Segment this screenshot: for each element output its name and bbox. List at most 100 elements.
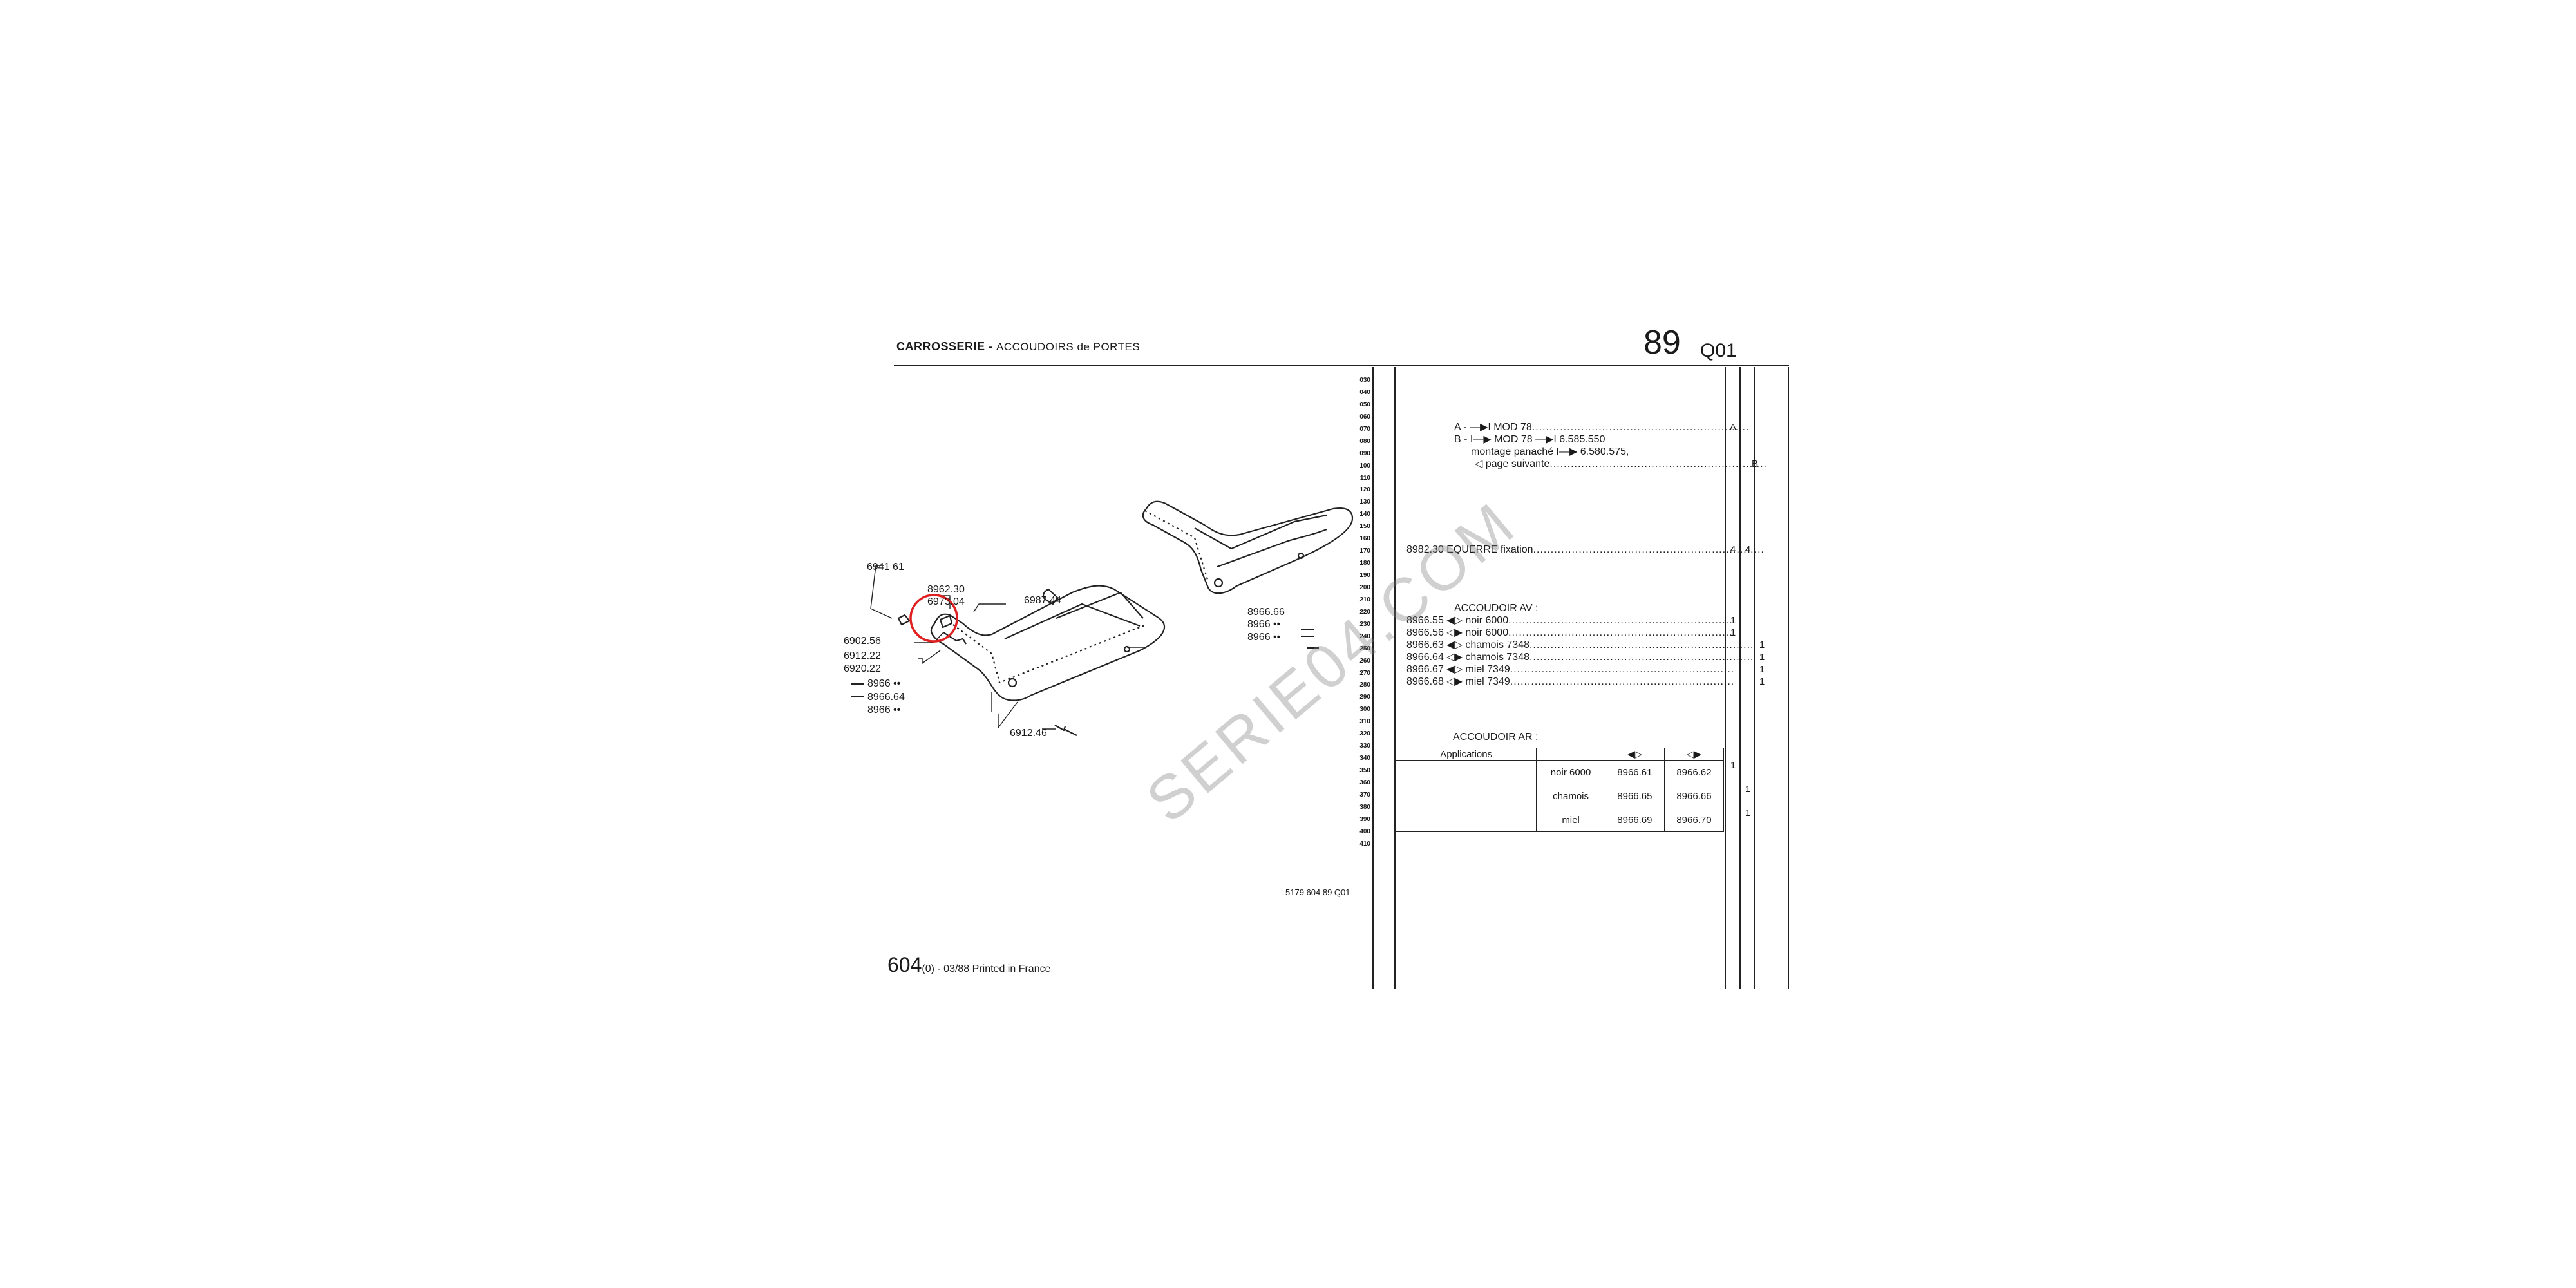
callout-label: 6912.22 [844, 650, 881, 661]
part-color: chamois [1465, 651, 1504, 663]
table-cell: 8966.66 [1663, 784, 1725, 808]
sequence-number: 350 [1359, 767, 1370, 774]
part-color: miel [1465, 676, 1484, 687]
side-icon: ◁▶ [1446, 676, 1463, 687]
header-rule [894, 365, 1789, 366]
page-code: Q01 [1700, 340, 1737, 361]
sequence-number: 250 [1359, 645, 1370, 652]
qty-2: 1 [1759, 676, 1765, 687]
sequence-number: 070 [1359, 425, 1370, 433]
sequence-number: 310 [1359, 718, 1370, 726]
qty-2: 1 [1759, 639, 1765, 650]
sequence-number: 050 [1359, 401, 1370, 408]
qty-1: 1 [1730, 627, 1736, 638]
column-rule-qty3 [1754, 367, 1755, 989]
sequence-number: 400 [1359, 828, 1370, 835]
part-ref: 8966.55 [1406, 615, 1444, 626]
equerre-qty: 4 [1745, 544, 1751, 555]
note-line: A - —▶I MOD 78 [1454, 422, 1532, 433]
sequence-number: 030 [1359, 377, 1370, 384]
side-icon: ◀▷ [1446, 663, 1463, 675]
note-code-a: A [1729, 422, 1736, 433]
color-code: 7349 [1487, 663, 1510, 675]
sequence-number: 220 [1359, 608, 1370, 616]
sequence-number: 380 [1359, 803, 1370, 811]
note-line: ◁ page suivante [1475, 458, 1550, 469]
callout-label: 8966.66 [1247, 607, 1285, 618]
accoudoir-av-title: ACCOUDOIR AV : [1454, 603, 1539, 614]
equerre-ref: 8982.30 [1406, 544, 1444, 555]
part-ref: 8966.68 [1406, 676, 1444, 687]
sequence-number: 090 [1359, 450, 1370, 457]
sequence-number: 270 [1359, 669, 1370, 677]
side-icon: ◀▷ [1446, 639, 1463, 650]
table-cell: miel [1536, 808, 1605, 832]
color-code: 6000 [1485, 627, 1509, 638]
list-item: 8966.56 ◁▶ noir 6000....................… [1406, 627, 1767, 639]
sequence-number: 060 [1359, 413, 1370, 421]
note-line: montage panaché I—▶ 6.580.575, [1471, 446, 1629, 457]
qty-2: 1 [1745, 784, 1751, 795]
callout-label: 6902.56 [844, 636, 881, 647]
part-color: noir [1465, 615, 1483, 626]
sequence-number: 150 [1359, 523, 1370, 531]
table-cell: 8966.65 [1604, 784, 1665, 808]
note-line: B - I—▶ MOD 78 —▶I 6.585.550 [1454, 433, 1605, 445]
sequence-number: 120 [1359, 486, 1370, 494]
table-header-cell: Applications [1395, 748, 1537, 761]
qty-1: 1 [1730, 760, 1736, 771]
sequence-number: 340 [1359, 755, 1370, 762]
sequence-number: 180 [1359, 560, 1370, 567]
callout-label: 6987.44 [1024, 595, 1061, 606]
list-item: 8966.55 ◀▷ noir 6000....................… [1406, 615, 1767, 627]
sequence-number: 290 [1359, 694, 1370, 701]
callout-label: 6912.46 [1010, 728, 1047, 739]
part-color: chamois [1465, 639, 1504, 650]
callout-label: 6920.22 [844, 663, 881, 674]
sequence-number: 080 [1359, 437, 1370, 445]
part-ref: 8966.67 [1406, 663, 1444, 675]
sequence-number: 040 [1359, 388, 1370, 396]
page-subtitle: ACCOUDOIRS de PORTES [996, 341, 1141, 353]
sequence-number: 230 [1359, 620, 1370, 628]
side-arrows [851, 629, 1319, 697]
footer-model: 604 [887, 953, 922, 976]
table-header-cell: ◀▷ [1604, 748, 1665, 761]
table-cell: noir 6000 [1536, 760, 1605, 784]
sequence-number: 240 [1359, 632, 1370, 640]
table-cell: 8966.61 [1604, 760, 1665, 784]
color-code: 7349 [1487, 676, 1510, 687]
table-cell: 8966.62 [1663, 760, 1725, 784]
side-icon: ◁▶ [1446, 651, 1463, 663]
callout-label: 8966 •• [867, 678, 901, 689]
sequence-number: 170 [1359, 547, 1370, 555]
sequence-number: 260 [1359, 657, 1370, 665]
color-code: 7348 [1506, 639, 1530, 650]
sequence-number: 110 [1359, 474, 1370, 482]
table-header-row: Applications ◀▷ ◁▶ [1395, 748, 1725, 761]
column-rule-left [1372, 367, 1374, 989]
column-rule-right [1788, 367, 1789, 989]
sequence-number: 200 [1359, 583, 1370, 591]
equerre-line: 8982.30 EQUERRE fixation................… [1406, 544, 1765, 555]
list-item: 8966.68 ◁▶ miel 7349....................… [1406, 676, 1767, 688]
list-item: 8966.67 ◀▷ miel 7349....................… [1406, 664, 1767, 676]
table-cell [1395, 784, 1537, 808]
callout-label: 6941 61 [867, 562, 904, 573]
armrest-exploded-diagram [851, 500, 1354, 736]
callout-label: 8966 •• [1247, 632, 1281, 643]
leader-lines [870, 565, 1146, 730]
small-parts-drawing [897, 614, 1077, 736]
qty-2: 1 [1759, 663, 1765, 675]
page-number: 89 [1643, 324, 1681, 361]
table-cell: chamois [1536, 784, 1605, 808]
list-item: 8966.63 ◀▷ chamois 7348.................… [1406, 639, 1767, 652]
diagram-reference-code: 5179 604 89 Q01 [1285, 887, 1350, 897]
qty-2: 1 [1745, 808, 1751, 819]
table-cell [1395, 808, 1537, 832]
column-rule-qty2 [1739, 367, 1741, 989]
note-code-b: B [1751, 459, 1758, 469]
